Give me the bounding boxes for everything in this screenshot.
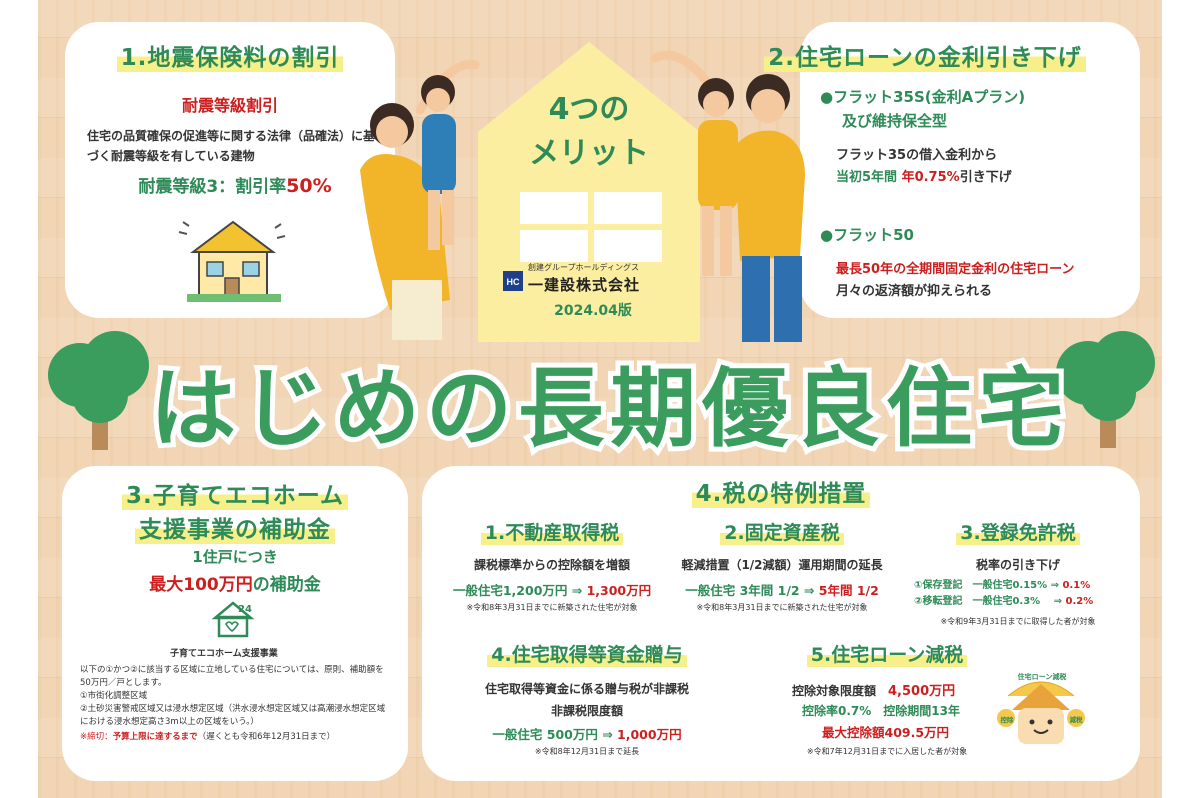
sec1-rate: 耐震等級3：割引率50% <box>85 172 385 197</box>
sec4-e-line2: 控除率0.7% 控除期間13年 <box>802 704 960 718</box>
sec4-a-line2-b: 1,300万円 <box>586 583 652 598</box>
sec4-c-line1: 税率の引き下げ <box>975 558 1060 572</box>
badge-right: 減税 <box>1069 716 1083 724</box>
sec4-b-line1: 軽減措置（1/2減額）運用期間の延長 <box>681 558 883 572</box>
panel-loan-rate: 2.住宅ローンの金利引き下げ ●フラット35S(金利Aプラン) 及び維持保全型 … <box>764 22 1140 318</box>
sec2-item1-title-b: 及び維持保全型 <box>842 112 948 130</box>
father-child-illustration <box>650 50 805 342</box>
sec3-deadline-b: 予算上限に達するまで <box>112 732 198 742</box>
edition: 2024.04版 <box>554 303 632 319</box>
sec2-heading: 2.住宅ローンの金利引き下げ <box>764 38 1086 72</box>
sec4-b-note: ※令和8年3月31日までに新築された住宅が対象 <box>696 603 868 612</box>
eco-home-icon-label: 24 <box>238 604 252 615</box>
sec4-d-note: ※令和8年12月31日まで延長 <box>534 747 640 756</box>
svg-text:HC: HC <box>507 277 520 287</box>
center-title: 4つの メリット <box>478 88 700 176</box>
badge-top: 住宅ローン減税 <box>1017 673 1067 681</box>
sec4-c-line2: ①保存登記 一般住宅0.15% ⇒ 0.1% <box>914 578 1136 594</box>
sec3-program: 子育てエコホーム支援事業 <box>170 649 278 659</box>
sec3-note1: 以下の①かつ②に該当する区域に立地している住宅については、原則、補助額を50万円… <box>80 665 384 688</box>
sec4-c-lines: ①保存登記 一般住宅0.15% ⇒ 0.1% ②移転登記 一般住宅0.3% ⇒ … <box>914 578 1136 610</box>
sec4-a-line2: 一般住宅1,200万円 ⇒ 1,300万円 <box>432 580 672 599</box>
sec4-e-line1-a: 控除対象限度額 <box>792 684 889 698</box>
sec4-a-title: 1.不動産取得税 <box>480 518 624 545</box>
panel-eco-home-subsidy: 3.子育てエコホーム 支援事業の補助金 1住戸につき 最大100万円の補助金 2… <box>62 466 408 781</box>
main-title: はじめの長期優良住宅 <box>145 354 1070 464</box>
sec1-rate-value: 50% <box>286 175 332 197</box>
sec4-e-note: ※令和7年12月31日までに入居した者が対象 <box>806 747 968 756</box>
sec3-note3: ②土砂災害警戒区域又は浸水想定区域（洪水浸水想定区域又は高潮浸水想定区域における… <box>80 704 386 727</box>
sec3-line2: 最大100万円の補助金 <box>62 570 408 595</box>
company-name: 一建設株式会社 <box>528 276 641 294</box>
company-small: 創建グループホールディングス <box>528 263 639 272</box>
sec4-c-line2-a: ①保存登記 一般住宅0.15% ⇒ <box>914 580 1063 591</box>
sec1-sub: 耐震等級割引 <box>181 96 278 115</box>
sec2-item2-line1: 最長50年の全期間固定金利の住宅ローン <box>836 258 1074 277</box>
sec4-d-line3-b: 1,000万円 <box>617 727 682 742</box>
sec4-b-title: 2.固定資産税 <box>720 518 844 545</box>
sec4-e-line1: 控除対象限度額 4,500万円 <box>792 680 955 699</box>
sec3-notes: 以下の①かつ②に該当する区域に立地している住宅については、原則、補助額を50万円… <box>80 664 390 744</box>
mother-child-illustration <box>360 60 480 340</box>
sec3-note2: ①市街化調整区域 <box>80 691 148 701</box>
eco-home-house-icon <box>212 601 254 638</box>
sec4-b-line2: 一般住宅 3年間 1/2 ⇒ 5年間 1/2 <box>662 580 902 599</box>
sec3-heading1: 3.子育てエコホーム <box>121 476 349 510</box>
sec3-line2-b: の補助金 <box>252 575 321 595</box>
sec2-item1-line1: フラット35の借入金利から <box>836 148 998 163</box>
sec4-a-line1: 課税標準からの控除額を増額 <box>473 558 630 572</box>
house-illustration <box>178 220 286 302</box>
sec2-item1-line2-a: 当初5年間 <box>836 170 902 185</box>
panel-tax-measures: 4.税の特例措置 1.不動産取得税 課税標準からの控除額を増額 一般住宅1,20… <box>422 466 1140 781</box>
loan-house-badge-illustration <box>997 681 1085 744</box>
sec2-item1-line2-b: 年0.75% <box>901 170 960 185</box>
sec2-item2-title: ●フラット50 <box>820 226 914 244</box>
sec4-a-note: ※令和8年3月31日までに新築された住宅が対象 <box>466 603 638 612</box>
sec2-item1-line2: 当初5年間 年0.75%引き下げ <box>836 166 1012 185</box>
sec4-d-line1: 住宅取得等資金に係る贈与税が非課税 <box>484 682 689 696</box>
sec4-c-line3-b: 0.2% <box>1065 596 1094 607</box>
sec3-line2-a: 最大100万円 <box>149 575 253 595</box>
sec4-e-title: 5.住宅ローン減税 <box>806 640 968 667</box>
sec4-c-line2-b: 0.1% <box>1062 580 1091 591</box>
sec4-d-title: 4.住宅取得等資金贈与 <box>487 640 687 667</box>
sec2-item1-line2-c: 引き下げ <box>959 170 1012 185</box>
tree-left-illustration <box>48 331 149 450</box>
center-title-line1: 4つの <box>548 92 630 127</box>
badge-left: 控除 <box>1000 716 1014 724</box>
center-title-line2: メリット <box>529 136 649 171</box>
company-logo-icon: HC <box>503 271 523 291</box>
sec3-heading2: 支援事業の補助金 <box>135 510 335 544</box>
sec3-deadline-a: ※締切： <box>80 732 113 742</box>
sec2-item2-line1-b: の全期間固定金利の住宅ローン <box>893 262 1075 277</box>
sec2-item2-line1-a: 最長50年 <box>836 262 894 277</box>
sec4-e-line3: 最大控除額409.5万円 <box>822 725 950 740</box>
sec4-b-line2-b: 5年間 1/2 <box>818 583 879 598</box>
center-house-shape <box>478 42 700 342</box>
sec4-a-line2-a: 一般住宅1,200万円 ⇒ <box>452 583 587 598</box>
sec3-deadline: ※締切：予算上限に達するまで（遅くとも令和6年12月31日まで） <box>80 731 390 744</box>
sec4-c-title: 3.登録免許税 <box>956 518 1080 545</box>
sec4-c-note: ※令和9年3月31日までに取得した者が対象 <box>940 617 1096 626</box>
sec4-d-line3-a: 一般住宅 500万円 ⇒ <box>492 727 618 742</box>
sec4-b-line2-a: 一般住宅 3年間 1/2 ⇒ <box>685 583 819 598</box>
sec2-item1-title-a: ●フラット35S(金利Aプラン) <box>820 88 1026 106</box>
sec4-c-line3: ②移転登記 一般住宅0.3% ⇒ 0.2% <box>914 594 1136 610</box>
sec4-d-line3: 一般住宅 500万円 ⇒ 1,000万円 <box>442 724 732 743</box>
sec4-c-line3-a: ②移転登記 一般住宅0.3% ⇒ <box>914 596 1066 607</box>
sec1-body: 住宅の品質確保の促進等に関する法律（品確法）に基づく耐震等級を有している建物 <box>87 129 376 163</box>
sec1-rate-prefix: 耐震等級3：割引率 <box>138 177 287 197</box>
sec1-heading: 1.地震保険料の割引 <box>116 38 344 72</box>
sec3-deadline-c: （遅くとも令和6年12月31日まで） <box>197 732 336 742</box>
sec4-e-line1-b: 4,500万円 <box>888 684 956 699</box>
tree-right-illustration <box>1056 331 1155 448</box>
panel-earthquake-insurance: 1.地震保険料の割引 耐震等級割引 住宅の品質確保の促進等に関する法律（品確法）… <box>65 22 395 318</box>
sec3-line1: 1住戸につき <box>192 548 278 566</box>
sec4-d-line2: 非課税限度額 <box>550 704 623 718</box>
sec2-item2-line2: 月々の返済額が抑えられる <box>836 284 993 299</box>
sec4-heading: 4.税の特例措置 <box>691 474 871 508</box>
